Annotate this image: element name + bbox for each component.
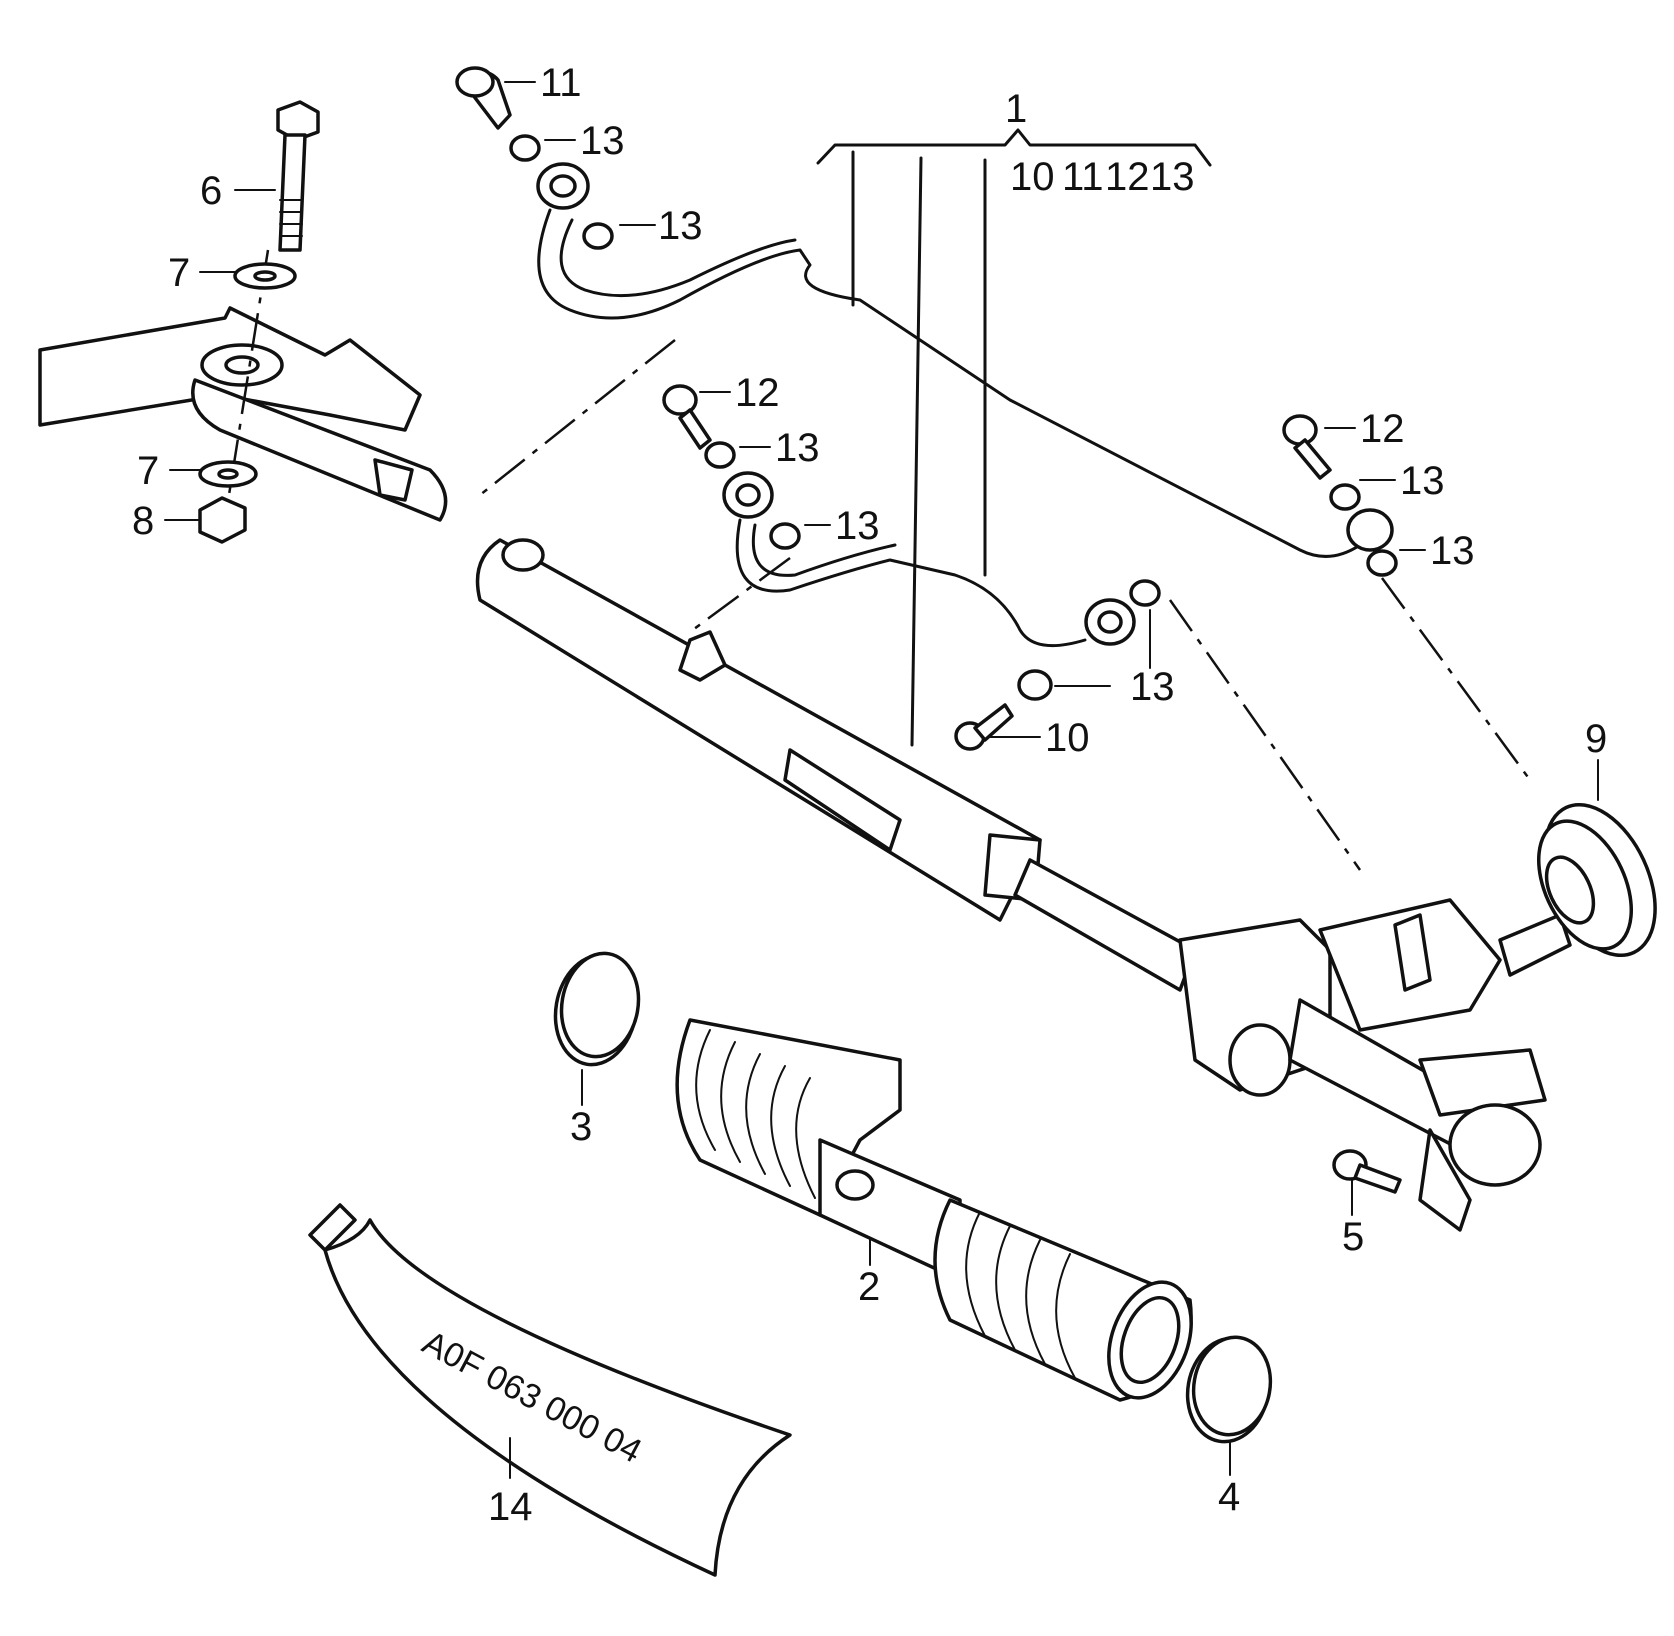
callout-6: 6	[200, 169, 222, 213]
callout-5: 5	[1342, 1215, 1364, 1259]
callout-12-b: 12	[1360, 407, 1405, 451]
callout-12-a: 12	[735, 371, 780, 415]
callout-1-sub-10: 10	[1010, 155, 1055, 199]
callout-3: 3	[570, 1105, 592, 1149]
callout-13-c: 13	[775, 426, 820, 470]
washer-13-f	[1017, 669, 1053, 701]
washer-part-7-top	[233, 262, 297, 290]
callout-9: 9	[1585, 717, 1607, 761]
callout-13-b: 13	[658, 204, 703, 248]
grease-tube-part-14	[308, 1203, 792, 1577]
mounting-bracket	[38, 306, 448, 522]
washer-13-d	[769, 522, 801, 550]
clamp-part-3	[553, 951, 641, 1067]
callout-13-e: 13	[1400, 459, 1445, 503]
callout-1-sub-13: 13	[1150, 155, 1195, 199]
callout-labels: 1 10 11 12 13 11 13 13 12 13 13 12 13 13…	[132, 61, 1607, 1529]
washer-13-e	[1129, 579, 1161, 607]
steering-rack-housing	[475, 538, 1572, 1232]
pipe-leaders-right	[1168, 577, 1532, 871]
return-pipe	[689, 518, 1087, 648]
callout-8: 8	[132, 499, 154, 543]
banjo-fitting-middle	[722, 471, 774, 519]
callout-7-bottom: 7	[137, 449, 159, 493]
callout-leaders	[164, 81, 1599, 1479]
washer-13-h	[1366, 549, 1398, 577]
callout-13-d: 13	[835, 504, 880, 548]
washer-13-g	[1329, 483, 1361, 511]
callout-1-sub-12: 12	[1105, 155, 1150, 199]
callout-1: 1	[1005, 87, 1027, 131]
nut-part-8	[198, 496, 247, 544]
part-1-bracket	[816, 128, 1212, 747]
callout-7-top: 7	[168, 251, 190, 295]
banjo-bolt-part-12-left	[662, 384, 712, 450]
callout-14: 14	[488, 1485, 533, 1529]
callout-13-g: 13	[1130, 665, 1175, 709]
callout-13-a: 13	[580, 119, 625, 163]
banjo-fitting-upper	[536, 162, 590, 210]
washer-13-b	[582, 222, 614, 250]
banjo-bolt-part-10	[954, 703, 1014, 751]
banjo-fitting-right	[1346, 508, 1394, 552]
callout-4: 4	[1218, 1475, 1240, 1519]
callout-1-sub-11: 11	[1062, 155, 1104, 199]
callout-11: 11	[540, 61, 582, 105]
dust-cover-part-9	[1536, 802, 1657, 958]
banjo-bolt-part-12-right	[1282, 414, 1332, 480]
washer-13-a	[509, 134, 541, 162]
washer-13-c	[704, 441, 736, 469]
banjo-fitting-lower	[1084, 598, 1136, 646]
upper-pipe	[479, 208, 1362, 558]
callout-2: 2	[858, 1265, 880, 1309]
bolt-part-5	[1332, 1149, 1402, 1194]
bellows-boot-part-2	[675, 1018, 1193, 1402]
clamp-part-4	[1185, 1335, 1273, 1444]
washer-part-7-bottom	[198, 460, 258, 488]
banjo-bolt-part-11	[455, 66, 512, 130]
callout-10: 10	[1045, 716, 1090, 760]
callout-13-f: 13	[1430, 529, 1475, 573]
